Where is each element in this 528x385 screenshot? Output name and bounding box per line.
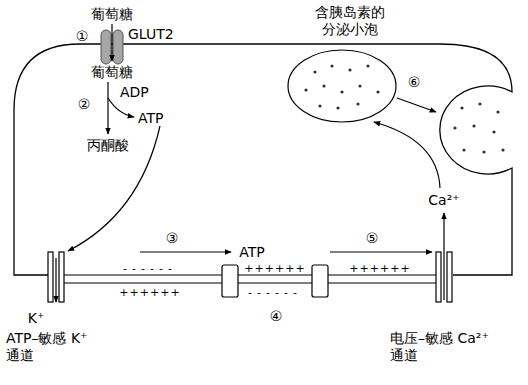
insulin-dot — [330, 64, 333, 67]
membrane-line — [64, 274, 222, 275]
step5-arrow — [330, 251, 432, 252]
insulin-dot — [460, 106, 463, 109]
insulin-dot — [492, 130, 495, 133]
glucose-uptake-arrow — [111, 24, 112, 61]
substance-label: ADP — [120, 84, 149, 101]
k-efflux-arrow — [55, 258, 56, 302]
insulin-dot — [356, 102, 359, 105]
membrane-charge: ++++++ — [349, 263, 410, 274]
substance-label: ATP — [239, 244, 264, 261]
protein-label: GLUT2 — [128, 26, 174, 43]
membrane-charge: ------ — [248, 287, 302, 298]
process-arrows — [56, 24, 444, 302]
substance-label: 葡萄糖 — [91, 64, 133, 81]
insulin-dot — [313, 70, 316, 73]
membrane-charge: ------ — [123, 263, 177, 274]
substance-label: ATP — [138, 110, 163, 127]
insulin-dot — [478, 102, 481, 105]
secretory-vesicle — [288, 50, 396, 122]
atp-formation-arrow — [108, 98, 134, 117]
glycolysis-arrow — [107, 82, 108, 134]
insulin-dot — [366, 64, 369, 67]
insulin-dot — [472, 124, 475, 127]
insulin-dot — [318, 104, 321, 107]
insulin-dot — [462, 148, 465, 151]
step-number: ⑥ — [408, 74, 421, 91]
membrane-line — [238, 282, 312, 283]
ca-to-vesicle-arrow — [374, 122, 440, 188]
ion-label: Ca²⁺ — [428, 192, 459, 209]
insulin-dot — [304, 88, 307, 91]
insulin-dot — [496, 110, 499, 113]
membrane-line — [64, 282, 222, 283]
glut2-symbol — [101, 30, 111, 64]
membrane-protein — [222, 265, 238, 297]
membrane-protein — [312, 265, 328, 297]
step-number: ③ — [166, 230, 179, 247]
membrane-charge: ++++++ — [244, 263, 305, 274]
insulin-dot — [340, 90, 343, 93]
structure-label: 含胰岛素的 分泌小泡 — [300, 4, 400, 38]
structure-label: ATP–敏感 K⁺通道 — [6, 330, 98, 364]
ca-channel-bar — [447, 252, 452, 302]
glut2-symbol — [113, 30, 123, 64]
step-number: ⑤ — [366, 230, 379, 247]
ca-influx-arrow — [443, 213, 444, 300]
insulin-dot — [336, 106, 339, 109]
insulin-dot — [482, 150, 485, 153]
cell-membrane — [14, 44, 512, 275]
insulin-dot — [376, 90, 379, 93]
insulin-dot — [322, 84, 325, 87]
k-channel-bar — [59, 252, 64, 302]
membrane-charge: ++++++ — [119, 287, 180, 298]
ion-label: K⁺ — [28, 310, 45, 327]
insulin-dot — [501, 148, 504, 151]
exocytosis-arrow — [397, 98, 436, 112]
step3-arrow — [140, 251, 231, 252]
membrane-line — [328, 274, 436, 275]
insulin-dots — [304, 64, 504, 153]
insulin-dot — [348, 68, 351, 71]
membrane-line — [238, 274, 312, 275]
atp-to-channel-arrow — [68, 126, 160, 251]
structure-label: 电压–敏感 Ca²⁺通道 — [390, 330, 502, 364]
membrane-segments — [64, 275, 436, 283]
ca-channel-bar — [436, 252, 441, 302]
insulin-dot — [453, 126, 456, 129]
step-number: ② — [78, 96, 91, 113]
substance-label: 丙酮酸 — [87, 137, 129, 154]
substance-label: 葡萄糖 — [91, 6, 133, 23]
membrane-line — [328, 282, 436, 283]
step-number: ① — [76, 28, 89, 45]
k-channel-bar — [48, 252, 53, 302]
step-number: ④ — [270, 308, 283, 325]
insulin-dot — [358, 84, 361, 87]
